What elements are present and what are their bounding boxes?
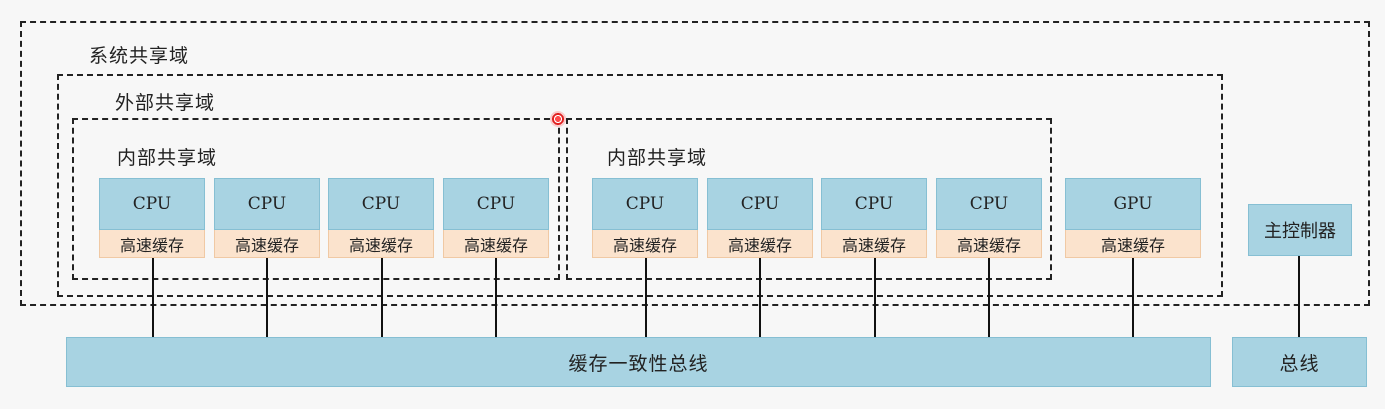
controller-connector-line [1298,255,1300,337]
internal-shared-domain-left-label: 内部共享域 [117,147,218,169]
main-controller: 主控制器 [1248,204,1352,256]
gpu-unit: GPU 高速缓存 [1065,178,1201,258]
external-shared-domain-border [57,74,1223,297]
cpu-unit: CPU 高速缓存 [214,178,320,258]
internal-shared-domain-right-border [566,118,1052,280]
connector-line [381,257,383,337]
gpu-box: GPU [1065,178,1201,230]
internal-shared-domain-left-border [72,118,560,280]
cpu-box: CPU [936,178,1042,230]
connector-line [874,257,876,337]
system-shared-domain-border [20,21,1370,306]
system-shared-domain-label: 系统共享域 [89,45,190,67]
cpu-box: CPU [99,178,205,230]
cache-box: 高速缓存 [1065,230,1201,258]
connector-line [1132,257,1134,337]
connector-line [266,257,268,337]
cpu-unit: CPU 高速缓存 [707,178,813,258]
connector-line [759,257,761,337]
connector-line [645,257,647,337]
cpu-box: CPU [328,178,434,230]
cache-box: 高速缓存 [328,230,434,258]
cpu-box: CPU [707,178,813,230]
cpu-unit: CPU 高速缓存 [443,178,549,258]
connector-line [495,257,497,337]
cache-box: 高速缓存 [936,230,1042,258]
connector-line [988,257,990,337]
internal-shared-domain-right-label: 内部共享域 [607,147,708,169]
cpu-unit: CPU 高速缓存 [936,178,1042,258]
cache-box: 高速缓存 [214,230,320,258]
cpu-box: CPU [592,178,698,230]
cache-box: 高速缓存 [99,230,205,258]
cpu-unit: CPU 高速缓存 [821,178,927,258]
cpu-box: CPU [821,178,927,230]
system-bus: 总线 [1232,337,1367,387]
external-shared-domain-label: 外部共享域 [115,92,216,114]
cpu-unit: CPU 高速缓存 [99,178,205,258]
cpu-box: CPU [443,178,549,230]
cache-box: 高速缓存 [443,230,549,258]
pointer-indicator-icon [550,111,566,127]
cpu-unit: CPU 高速缓存 [592,178,698,258]
cache-coherent-bus: 缓存一致性总线 [66,337,1211,387]
connector-line [152,257,154,337]
cache-box: 高速缓存 [821,230,927,258]
cache-box: 高速缓存 [707,230,813,258]
cache-box: 高速缓存 [592,230,698,258]
cpu-unit: CPU 高速缓存 [328,178,434,258]
cpu-box: CPU [214,178,320,230]
